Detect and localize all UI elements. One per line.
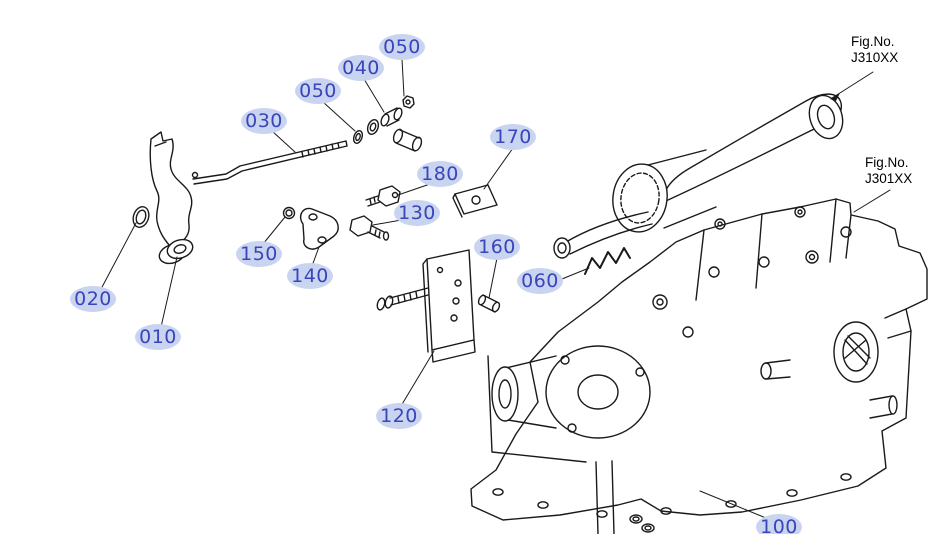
leader-lines — [100, 58, 767, 519]
control-lever — [149, 131, 194, 265]
spring-clip — [584, 247, 631, 275]
o-ring-020 — [132, 206, 150, 228]
pin-160 — [477, 294, 501, 313]
plate-170 — [452, 184, 498, 218]
callout-120[interactable]: 120 — [376, 403, 422, 429]
figure-ref-number: J301XX — [865, 171, 913, 186]
figure-reference-leaders — [830, 71, 891, 213]
callout-130[interactable]: 130 — [394, 200, 440, 226]
link-rod — [191, 140, 348, 185]
bellcrank — [299, 207, 339, 250]
callout-170[interactable]: 170 — [490, 124, 536, 150]
figure-ref-j301xx: Fig.No. J301XX — [865, 155, 912, 187]
o-ring-150 — [282, 206, 296, 220]
callout-140[interactable]: 140 — [287, 263, 333, 289]
figure-ref-label: Fig.No. — [865, 155, 909, 170]
callout-010[interactable]: 010 — [135, 324, 181, 350]
fitting-130 — [349, 215, 390, 241]
callout-050-a[interactable]: 050 — [379, 34, 425, 60]
washers-and-nuts — [352, 95, 423, 152]
callout-050-b[interactable]: 050 — [295, 78, 341, 104]
callout-180[interactable]: 180 — [417, 161, 463, 187]
housing-case — [470, 198, 928, 521]
callout-150[interactable]: 150 — [236, 241, 282, 267]
callout-020[interactable]: 020 — [70, 286, 116, 312]
figure-ref-j310xx: Fig.No. J310XX — [851, 34, 898, 66]
figure-ref-label: Fig.No. — [851, 34, 895, 49]
lever-arm — [553, 93, 844, 259]
bracket-120 — [376, 249, 476, 363]
fitting-180 — [365, 185, 401, 207]
callout-160[interactable]: 160 — [474, 234, 520, 260]
valve-body — [487, 345, 655, 534]
callout-100[interactable]: 100 — [756, 514, 802, 534]
callout-060[interactable]: 060 — [517, 268, 563, 294]
callout-030[interactable]: 030 — [241, 108, 287, 134]
figure-ref-number: J310XX — [851, 50, 899, 65]
callout-040[interactable]: 040 — [338, 55, 384, 81]
